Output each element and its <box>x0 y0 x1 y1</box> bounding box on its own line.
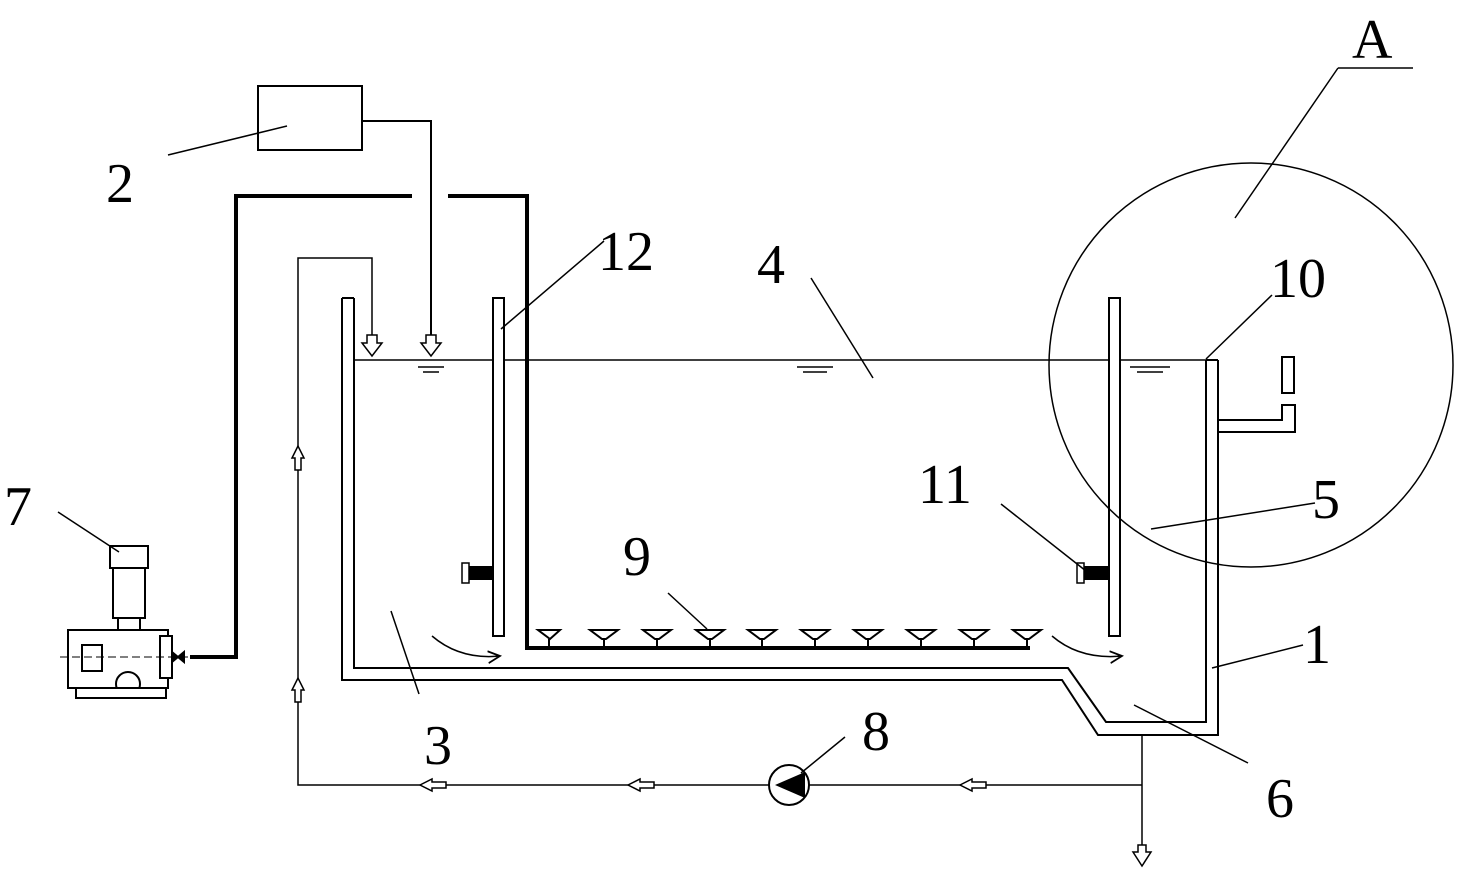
flow-arrows <box>290 444 987 793</box>
baffle-left <box>492 297 505 637</box>
air-supply-line <box>190 194 1030 659</box>
label-11: 11 <box>918 454 972 516</box>
label-a: A <box>1352 9 1393 71</box>
overflow-weir <box>1218 356 1296 433</box>
return-inlet-arrow <box>360 334 384 358</box>
sensor-right <box>1076 562 1109 584</box>
label-5: 5 <box>1312 469 1340 531</box>
label-2: 2 <box>106 153 134 215</box>
water-surface <box>354 359 1206 373</box>
tank-wall <box>341 297 1219 736</box>
dosing-inlet-arrow <box>419 334 443 358</box>
label-9: 9 <box>623 526 651 588</box>
label-3: 3 <box>424 715 452 777</box>
pump <box>768 764 810 806</box>
leader-lines <box>57 67 1339 774</box>
label-7: 7 <box>4 476 32 538</box>
recirculation-line <box>297 257 1143 845</box>
sensor-left <box>461 562 493 584</box>
label-10: 10 <box>1270 248 1326 310</box>
label-6: 6 <box>1266 768 1294 830</box>
label-12: 12 <box>598 221 654 283</box>
dosing-box <box>257 85 432 340</box>
blower <box>60 545 190 699</box>
aerator-heads <box>535 629 1044 648</box>
baffle-right <box>1108 297 1121 637</box>
label-4: 4 <box>757 234 785 296</box>
discharge-arrow <box>1131 844 1153 868</box>
label-8: 8 <box>862 701 890 763</box>
internal-flow-arrows <box>431 635 1122 657</box>
detail-circle-a <box>1048 67 1454 568</box>
label-1: 1 <box>1303 614 1331 676</box>
